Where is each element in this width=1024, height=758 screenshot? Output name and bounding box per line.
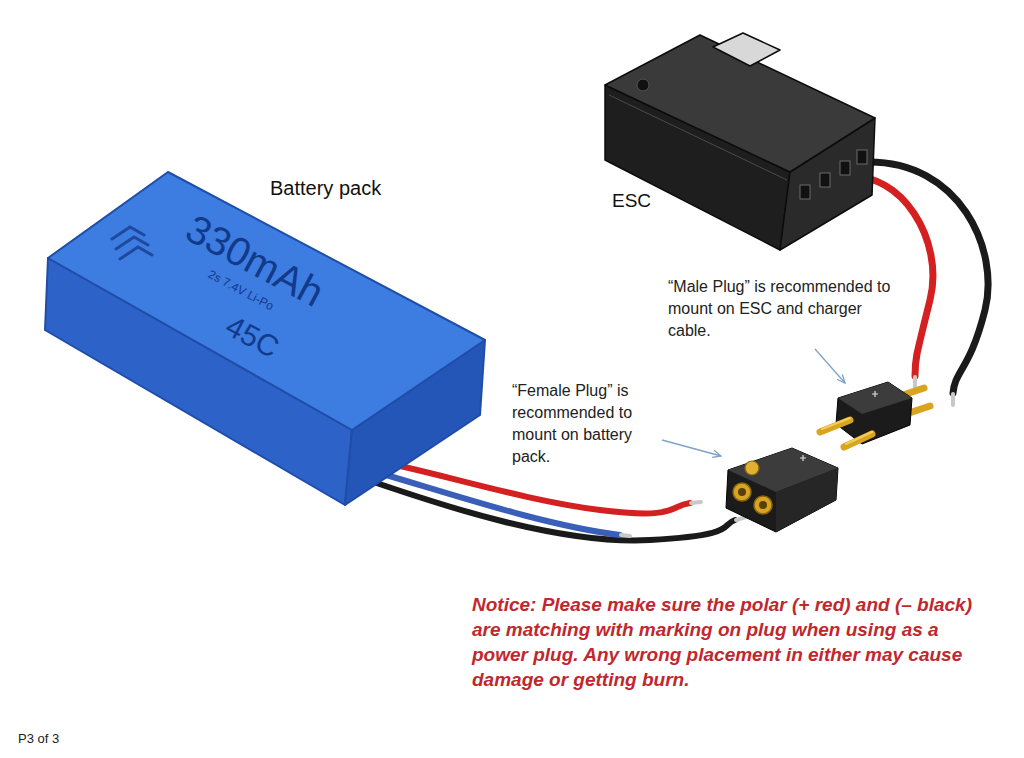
esc-groove bbox=[609, 95, 787, 180]
part-name: Battery pack bbox=[270, 176, 381, 200]
battery-wires-part bbox=[362, 468, 620, 535]
battery-wires-part bbox=[691, 502, 701, 503]
leader-lines-part bbox=[815, 349, 845, 383]
female-plug-part bbox=[759, 501, 767, 509]
esc-port bbox=[857, 150, 867, 164]
leader-lines bbox=[662, 349, 845, 456]
esc-wires-part bbox=[913, 377, 917, 388]
callout-note: “Male Plug” is recommended to mount on E… bbox=[668, 276, 900, 342]
esc-port bbox=[820, 173, 830, 187]
esc-wires-part bbox=[848, 177, 933, 376]
part-name: ESC bbox=[612, 190, 651, 213]
battery-wires-part bbox=[621, 535, 630, 536]
esc-button bbox=[637, 79, 649, 91]
battery-logo bbox=[112, 227, 152, 259]
female-plug-part bbox=[800, 455, 806, 461]
leader-lines-part bbox=[662, 440, 721, 456]
battery-face bbox=[48, 172, 485, 430]
warning-note: Notice: Please make sure the polar (+ re… bbox=[472, 592, 986, 692]
esc-wires-part bbox=[951, 394, 955, 405]
female-plug-part bbox=[754, 496, 772, 514]
esc-unit-outline bbox=[595, 25, 895, 265]
male-plug-part bbox=[838, 382, 912, 414]
female-plug-part bbox=[733, 483, 751, 501]
esc-unit: ESC bbox=[595, 25, 895, 265]
battery-wires-part bbox=[736, 517, 746, 520]
female-plug-part bbox=[745, 461, 759, 475]
battery-pack: Battery pack330mAh2s 7.4V Li-Po45C bbox=[40, 165, 500, 515]
battery-wires-part bbox=[362, 458, 690, 513]
callout-note: “Female Plug” is recommended to mount on… bbox=[512, 380, 652, 468]
esc-port bbox=[800, 185, 810, 199]
page-number: P3 of 3 bbox=[18, 731, 59, 747]
esc-wires-part bbox=[866, 162, 988, 393]
female-plug-part bbox=[776, 468, 838, 532]
female-plug bbox=[726, 448, 838, 532]
esc-housing bbox=[713, 33, 780, 66]
female-plug-part bbox=[726, 448, 838, 532]
battery-wires bbox=[362, 458, 746, 540]
male-plug-part bbox=[872, 391, 878, 397]
male-plug-part bbox=[822, 418, 872, 444]
esc-port bbox=[840, 161, 850, 175]
male-plug bbox=[820, 382, 930, 447]
female-plug-part bbox=[738, 488, 746, 496]
